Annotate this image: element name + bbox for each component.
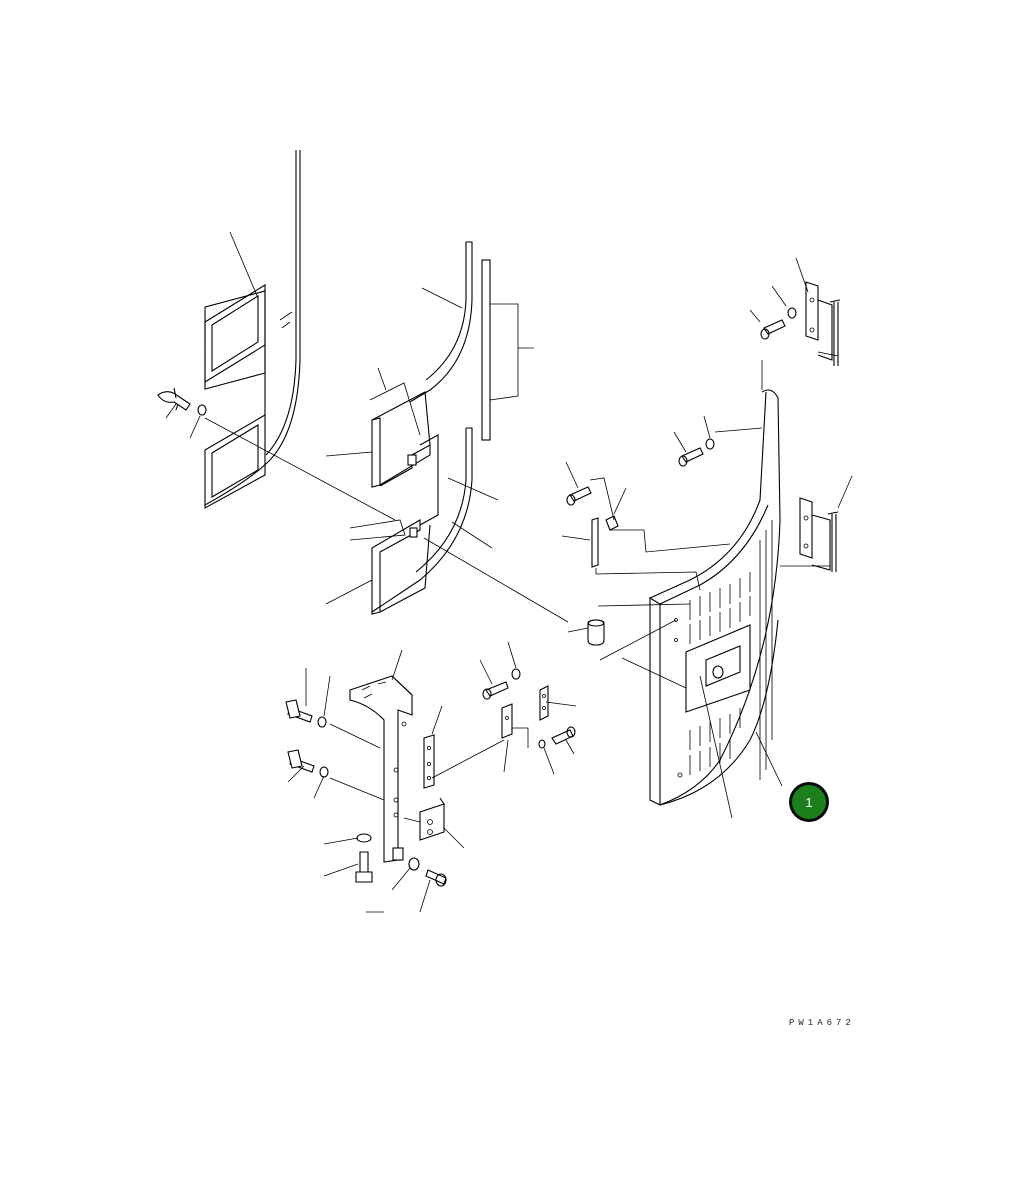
callout-number: 1 — [805, 795, 812, 810]
side-cover-panel — [204, 150, 301, 509]
bolt-grill — [678, 447, 704, 467]
rubber-stopper — [587, 619, 605, 646]
wing-bolt — [157, 387, 191, 411]
washer — [197, 404, 207, 416]
washer — [317, 716, 327, 728]
callout-badge — [792, 785, 826, 819]
bolt-plate-lower — [551, 726, 576, 745]
plate-lower — [501, 703, 513, 739]
hinge-lower — [799, 497, 839, 572]
latch-pin — [591, 515, 619, 568]
bolt-bracket-upper — [285, 699, 313, 723]
bolt-bracket-middle — [287, 749, 315, 773]
front-grill-assembly — [649, 389, 781, 806]
part-callout-1[interactable]: 1 — [789, 782, 829, 822]
washer — [511, 668, 521, 680]
bolt-hinge — [760, 319, 786, 340]
bolt-plate — [482, 681, 509, 700]
bolt-bracket-side — [425, 869, 447, 887]
washer — [538, 739, 546, 749]
washer — [356, 833, 372, 843]
drawing-code: PW1A672 — [789, 1018, 855, 1028]
seal-strip-lower — [371, 427, 473, 613]
seal-bar-vertical — [481, 259, 491, 441]
nut — [408, 857, 420, 871]
mounting-bracket — [349, 675, 413, 863]
plate-upper — [539, 685, 549, 721]
grill-slots — [689, 520, 773, 780]
seal-strip-upper — [409, 241, 473, 403]
washer — [705, 438, 715, 450]
bolt-bracket-lower — [355, 851, 373, 883]
bracket-plate-upper — [423, 734, 435, 789]
bolt-latch — [566, 486, 592, 506]
washer — [319, 766, 329, 778]
leader-lines — [165, 231, 853, 913]
seal-frame — [371, 391, 439, 615]
washer — [787, 307, 797, 319]
bracket-clip — [419, 797, 445, 841]
